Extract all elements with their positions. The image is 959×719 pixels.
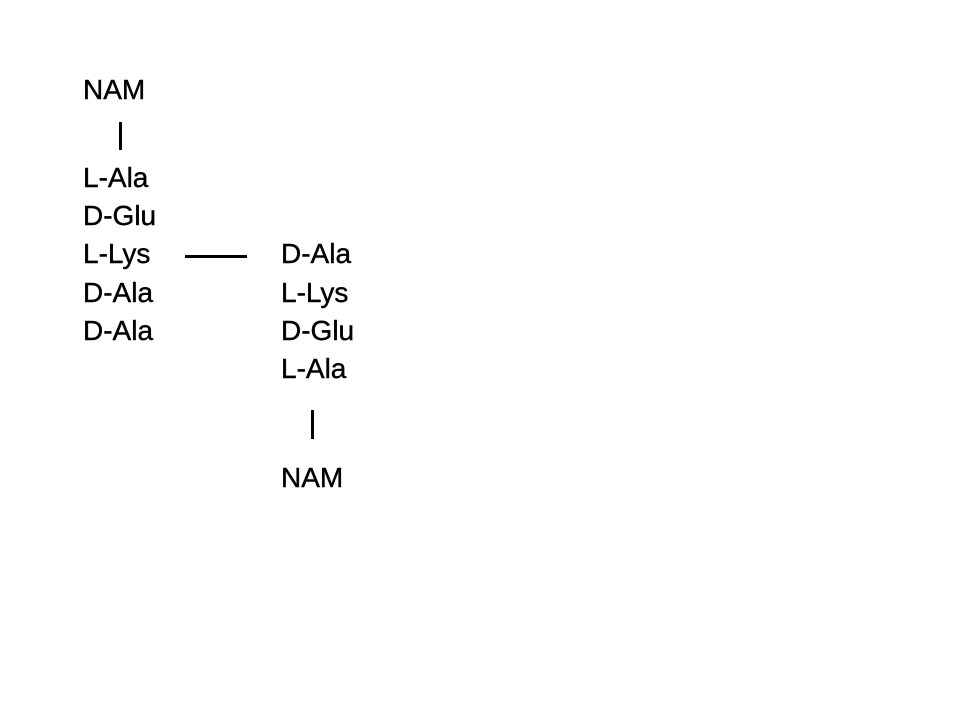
right-nam-bond — [311, 410, 314, 439]
right-residue-1: D-Ala — [281, 238, 352, 269]
right-residue-2: L-Lys — [281, 277, 349, 308]
left-residue-4: D-Ala — [83, 277, 154, 308]
left-nam-bond — [119, 122, 122, 150]
left-residue-3: L-Lys — [83, 238, 151, 269]
left-residue-2: D-Glu — [83, 200, 157, 231]
left-residue-5: D-Ala — [83, 315, 154, 346]
right-residue-4: L-Ala — [281, 353, 347, 384]
left-nam-label: NAM — [83, 74, 146, 105]
crosslink-bond — [185, 255, 247, 258]
right-nam-label: NAM — [281, 462, 344, 493]
left-residue-1: L-Ala — [83, 162, 149, 193]
right-residue-3: D-Glu — [281, 315, 355, 346]
